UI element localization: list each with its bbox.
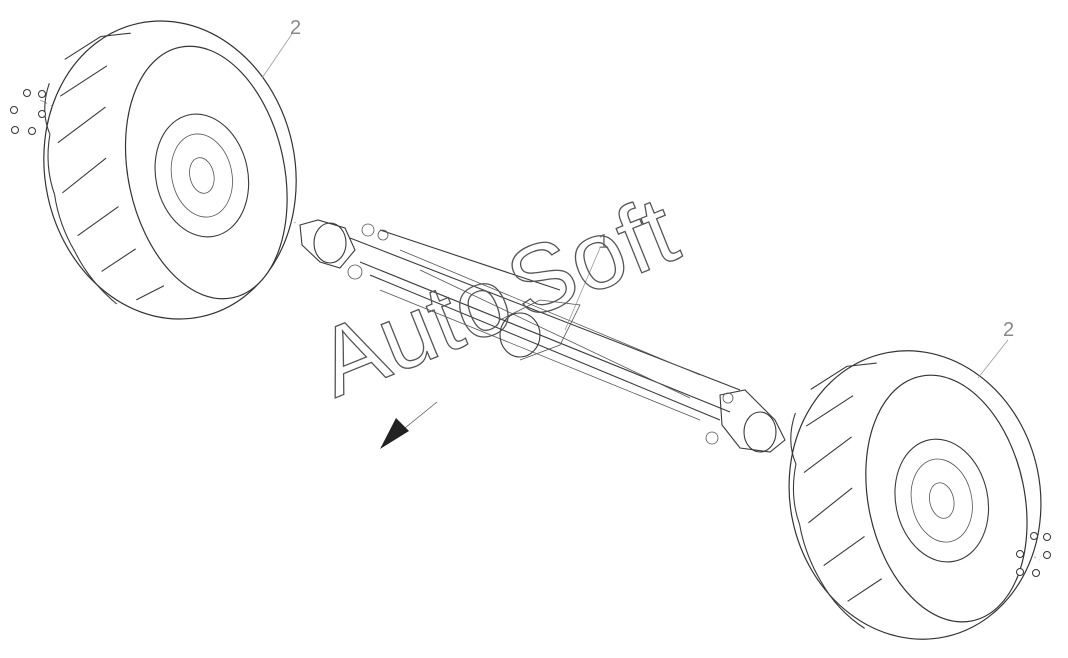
callout-right-wheel: 2 xyxy=(1003,319,1014,341)
callout-left-wheel: 2 xyxy=(290,17,301,39)
right-wheel xyxy=(788,350,1042,640)
left-rim xyxy=(154,113,250,238)
leader-axle xyxy=(564,247,601,331)
right-tire-sidewall xyxy=(865,374,1028,623)
axle-assembly xyxy=(299,219,786,453)
right-hub-disc xyxy=(910,458,973,543)
left-wheel xyxy=(43,20,297,320)
left-hub-disc xyxy=(170,133,233,218)
watermark-soft: Soft xyxy=(493,176,691,339)
right-tire-tread xyxy=(790,362,882,629)
direction-arrow xyxy=(380,401,438,449)
left-hub-center xyxy=(189,157,215,194)
right-wheel-nuts xyxy=(1016,532,1051,577)
left-wheel-nuts xyxy=(10,89,46,135)
right-rim xyxy=(894,438,990,563)
watermark-auto: Auto xyxy=(303,244,526,417)
callout-axle: 1 xyxy=(598,231,609,253)
left-tire-sidewall xyxy=(124,45,288,300)
left-tire-tread xyxy=(44,32,165,305)
leader-right-wheel xyxy=(977,339,1009,379)
right-hub-center xyxy=(929,482,955,519)
leader-left-wheel xyxy=(261,33,293,79)
watermark: Auto Soft xyxy=(302,176,692,418)
